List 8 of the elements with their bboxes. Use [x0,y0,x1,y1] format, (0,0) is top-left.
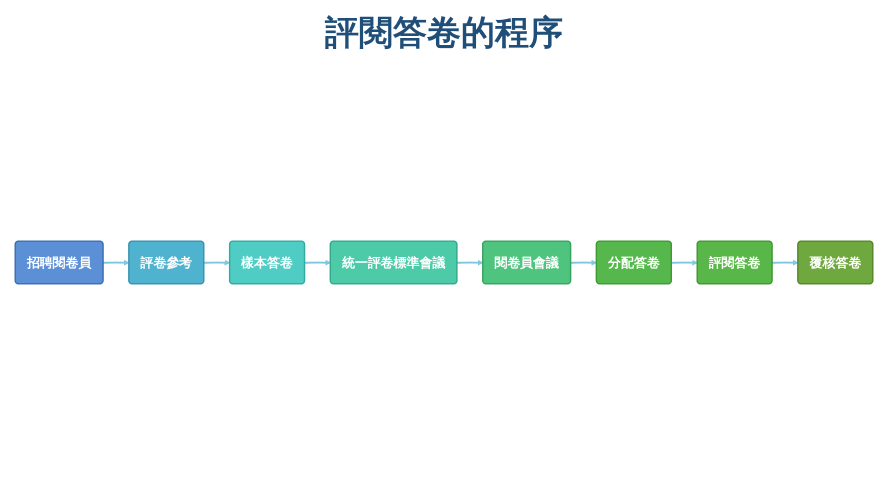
arrow [772,259,798,266]
arrow [672,259,698,266]
arrow [304,259,331,266]
diagram-title: 評閱答卷的程序 [324,12,564,55]
arrow [103,259,130,266]
arrow [457,259,484,266]
arrow [204,259,230,266]
arrow [570,259,597,266]
